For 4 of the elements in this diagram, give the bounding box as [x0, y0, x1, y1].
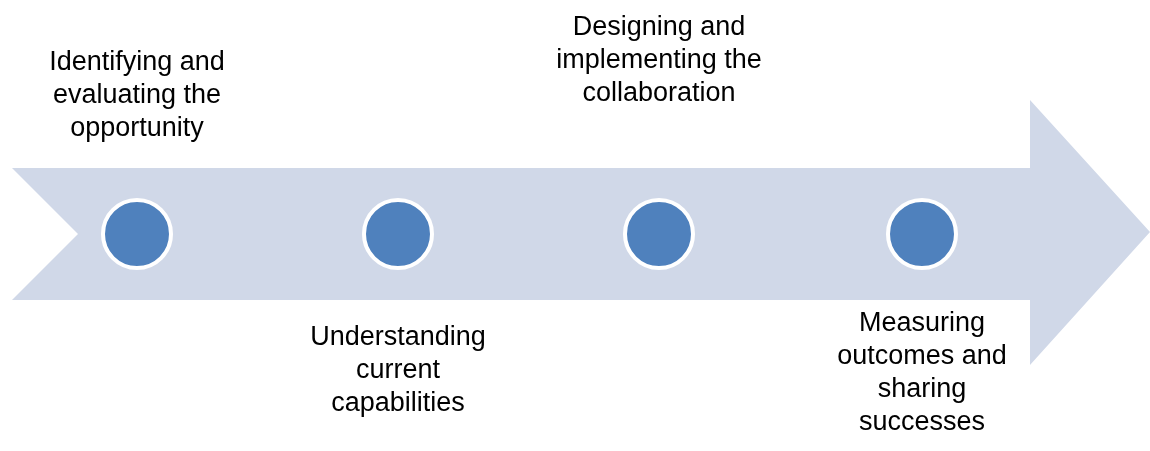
step-label: Measuring outcomes and sharing successes — [836, 306, 1008, 438]
step-label: Designing and implementing the collaboration — [555, 10, 763, 109]
step-label: Identifying and evaluating the opportunity — [48, 45, 226, 144]
step-label: Understanding current capabilities — [309, 320, 487, 419]
